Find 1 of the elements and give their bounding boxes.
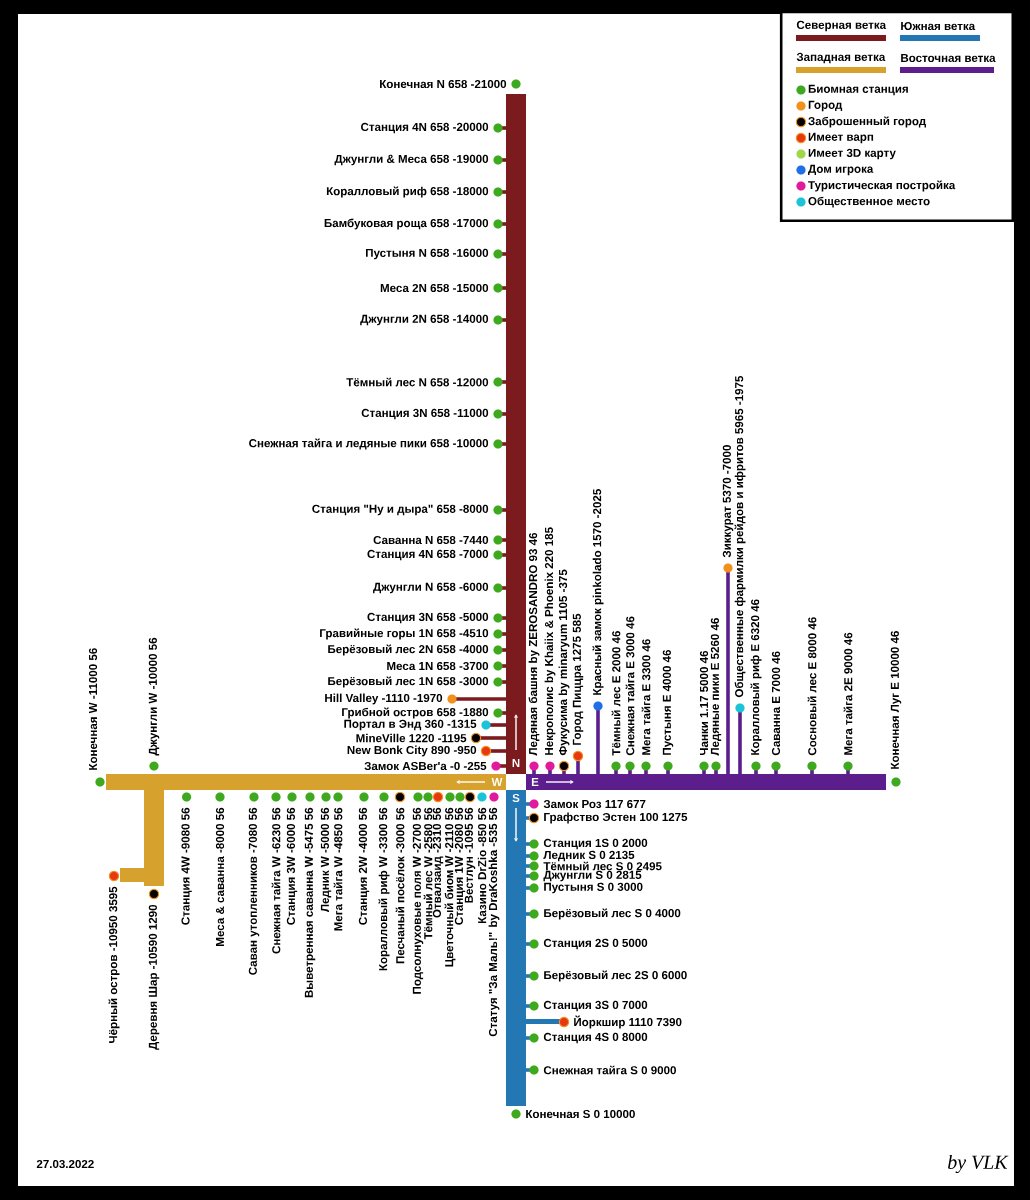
signature: by VLK: [948, 1154, 1009, 1174]
